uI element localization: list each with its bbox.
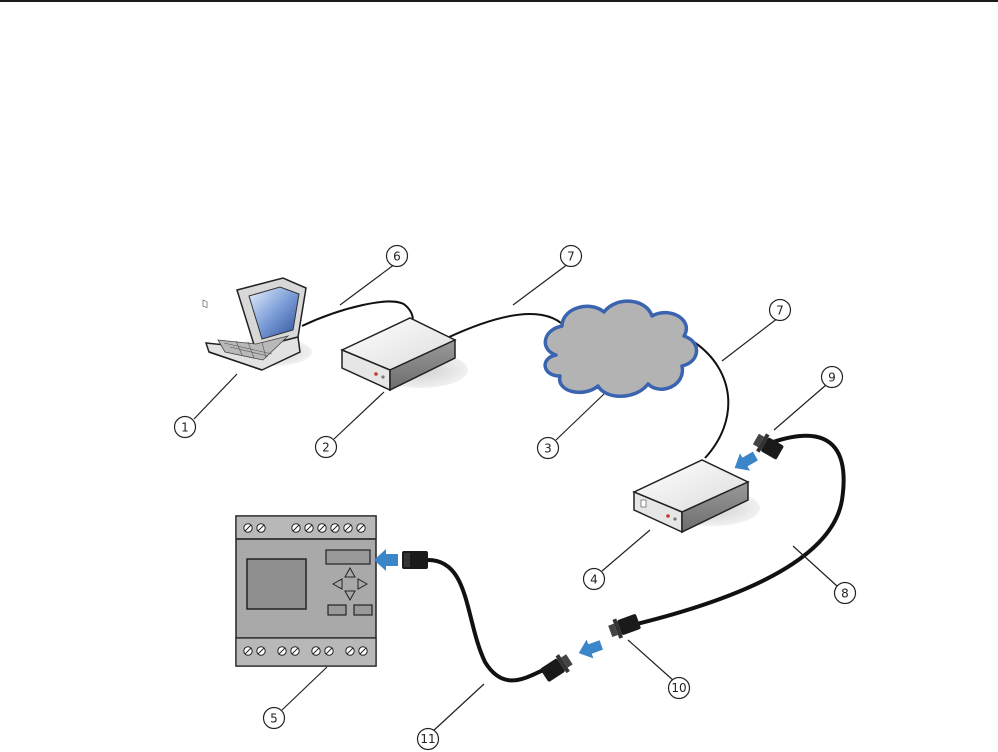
callout-4: 4	[584, 569, 605, 590]
callout-label: 5	[270, 712, 278, 726]
callout-7: 7	[561, 246, 582, 267]
callout-label: 3	[544, 442, 552, 456]
callout-5: 5	[264, 708, 285, 729]
insert-arrow-icon	[730, 447, 761, 476]
insert-arrow-icon	[575, 635, 604, 662]
insert-arrow-icon	[374, 549, 398, 571]
callout-label: 7	[776, 304, 784, 318]
callout-label: 1	[181, 421, 189, 435]
laptop-icon	[206, 278, 312, 370]
plc-module-icon	[236, 516, 376, 666]
callout-label: 8	[841, 587, 849, 601]
serial-cable	[620, 436, 844, 628]
callout-7: 7	[770, 300, 791, 321]
callout-label: 7	[567, 250, 575, 264]
callout-8: 8	[835, 583, 856, 604]
callout-label: 4	[590, 573, 598, 587]
callout-10: 10	[669, 678, 690, 699]
callout-label: 11	[420, 732, 435, 746]
callout-1: 1	[175, 417, 196, 438]
db9-connector-icon	[539, 651, 575, 684]
callout-label: 6	[393, 250, 401, 264]
callout-9: 9	[822, 367, 843, 388]
db9-connector-icon	[607, 612, 642, 641]
internet-cloud-icon	[545, 301, 696, 396]
callout-label: 2	[322, 441, 330, 455]
cable-laptop-to-modem	[302, 302, 413, 326]
plc-cable-plug-icon	[402, 551, 428, 569]
callout-3: 3	[538, 438, 559, 459]
callout-label: 10	[671, 681, 686, 695]
callout-label: 9	[828, 371, 836, 385]
callout-2: 2	[316, 437, 337, 458]
callout-6: 6	[387, 246, 408, 267]
plc-cable	[428, 560, 548, 680]
callout-11: 11	[418, 729, 439, 750]
db9-connector-icon	[751, 430, 785, 461]
modem-icon	[634, 460, 760, 532]
